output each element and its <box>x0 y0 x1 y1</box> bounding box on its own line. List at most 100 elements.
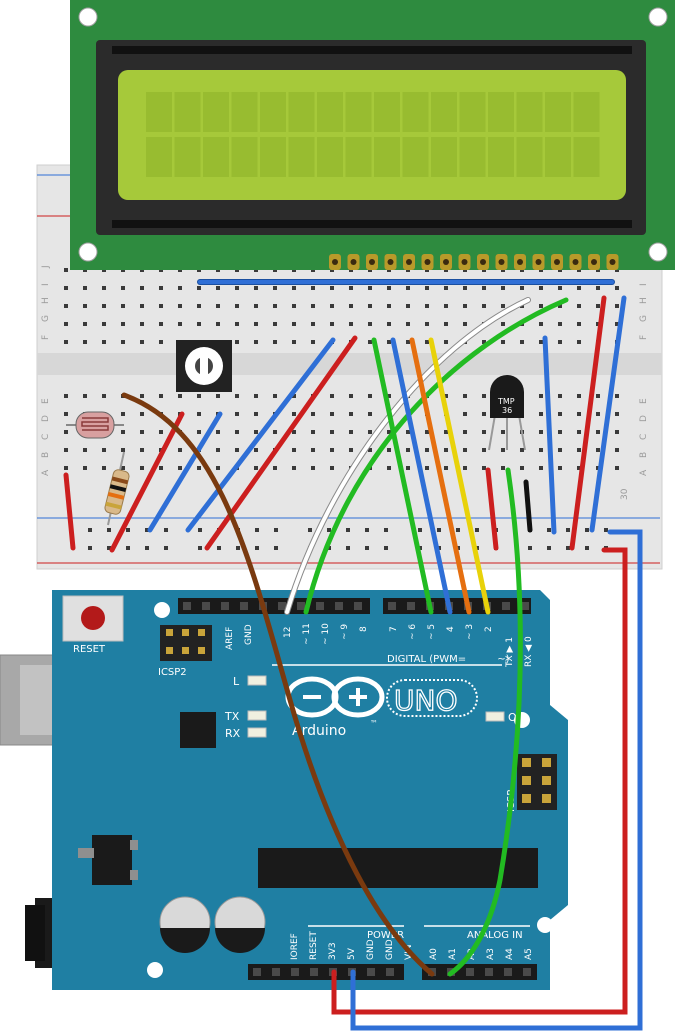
breadboard-hole <box>159 322 163 326</box>
breadboard-hole <box>501 286 505 290</box>
breadboard-hole <box>330 466 334 470</box>
lcd-char-cell <box>459 92 486 132</box>
row-letter-e-right: E <box>639 398 649 404</box>
breadboard-hole <box>121 322 125 326</box>
breadboard-hole <box>387 466 391 470</box>
breadboard-hole <box>273 286 277 290</box>
breadboard-hole <box>539 322 543 326</box>
wire-blue-jumper-2 <box>185 337 336 533</box>
breadboard-hole <box>273 466 277 470</box>
breadboard-hole <box>292 466 296 470</box>
lcd-pin-hole <box>535 259 542 265</box>
led-l-label: L <box>233 675 240 688</box>
breadboard-hole <box>444 394 448 398</box>
lcd-char-cell <box>374 92 400 132</box>
breadboard-hole <box>539 412 543 416</box>
pin-label-3v3: 3V3 <box>328 942 338 960</box>
breadboard-hole <box>140 304 144 308</box>
breadboard-hole <box>83 466 87 470</box>
pin-label-8: 8 <box>359 626 369 632</box>
breadboard-hole <box>64 268 68 272</box>
rail-hole <box>164 528 168 532</box>
led-tx-label: TX <box>224 710 240 723</box>
breadboard-hole <box>558 430 562 434</box>
breadboard-hole <box>292 430 296 434</box>
breadboard-hole <box>140 340 144 344</box>
breadboard-hole <box>273 304 277 308</box>
header-socket <box>521 602 529 610</box>
pin-label-12: 12 <box>283 627 293 638</box>
rail-hole <box>384 546 388 550</box>
rail-hole <box>547 546 551 550</box>
lcd-char-cell <box>317 92 343 132</box>
pin-label-3: ~ 3 <box>465 624 475 640</box>
breadboard-hole <box>558 340 562 344</box>
pin-label-gnd-2: GND <box>385 939 395 960</box>
wire-green-sensor-to-a1 <box>447 467 523 977</box>
rail-hole <box>217 546 221 550</box>
lcd-char-cell <box>260 92 286 132</box>
wire-red-5v-rail <box>331 547 628 1015</box>
lcd-char-cell <box>573 92 600 132</box>
breadboard-hole <box>444 304 448 308</box>
breadboard-hole <box>425 430 429 434</box>
row-letter-a: A <box>41 469 51 476</box>
wire-blue-jumper-1 <box>147 411 223 533</box>
breadboard-hole <box>102 394 106 398</box>
breadboard-hole <box>311 340 315 344</box>
row-letter-f-right: F <box>639 335 649 340</box>
breadboard-hole <box>197 304 201 308</box>
breadboard-hole <box>425 448 429 452</box>
lcd-pin-hole <box>387 259 394 265</box>
lcd-char-cell <box>146 92 172 132</box>
lcd-char-cell <box>203 92 229 132</box>
lcd-char-cell <box>345 92 372 132</box>
breadboard-hole <box>368 304 372 308</box>
breadboard-hole <box>501 448 505 452</box>
board-pcb <box>52 590 568 990</box>
pin-label-11: ~ 11 <box>302 623 312 645</box>
header-socket <box>202 602 210 610</box>
arduino-uno: RESET ICSP2 AREF GND 12 ~ 11 ~ 10 ~ 9 8 … <box>0 590 568 990</box>
breadboard-hole <box>102 286 106 290</box>
rail-hole <box>327 528 331 532</box>
arduino-brand-text: Arduino <box>292 723 346 739</box>
breadboard-hole <box>292 394 296 398</box>
breadboard-hole <box>292 304 296 308</box>
breadboard-hole <box>83 304 87 308</box>
rail-hole <box>346 528 350 532</box>
breadboard-hole <box>254 340 258 344</box>
breadboard-hole <box>387 340 391 344</box>
pin-label-7: 7 <box>389 626 399 632</box>
lcd-char-cell <box>431 137 457 177</box>
mount-hole <box>537 917 553 933</box>
breadboard-hole <box>64 286 68 290</box>
breadboard-hole <box>235 412 239 416</box>
breadboard-hole <box>102 448 106 452</box>
breadboard-hole <box>292 286 296 290</box>
breadboard-hole <box>102 466 106 470</box>
pin-label-a3: A3 <box>486 948 496 960</box>
breadboard-hole <box>254 466 258 470</box>
lcd-char-cell <box>545 137 571 177</box>
breadboard-hole <box>83 448 87 452</box>
breadboard-hole <box>197 322 201 326</box>
wire-blue-jumper-3 <box>542 335 557 535</box>
breadboard-hole <box>254 286 258 290</box>
breadboard-hole <box>501 340 505 344</box>
breadboard-hole <box>482 412 486 416</box>
breadboard-hole <box>596 304 600 308</box>
lcd-char-cell <box>402 137 429 177</box>
power-header <box>248 964 404 980</box>
breadboard-hole <box>368 448 372 452</box>
lcd-char-cell <box>317 137 343 177</box>
breadboard-hole <box>539 304 543 308</box>
breadboard-hole <box>64 466 68 470</box>
rail-hole <box>456 528 460 532</box>
breadboard-hole <box>235 286 239 290</box>
breadboard-hole <box>596 466 600 470</box>
icsp2-label: ICSP2 <box>158 667 187 678</box>
breadboard-hole <box>349 430 353 434</box>
breadboard-hole <box>64 430 68 434</box>
breadboard-hole <box>216 394 220 398</box>
